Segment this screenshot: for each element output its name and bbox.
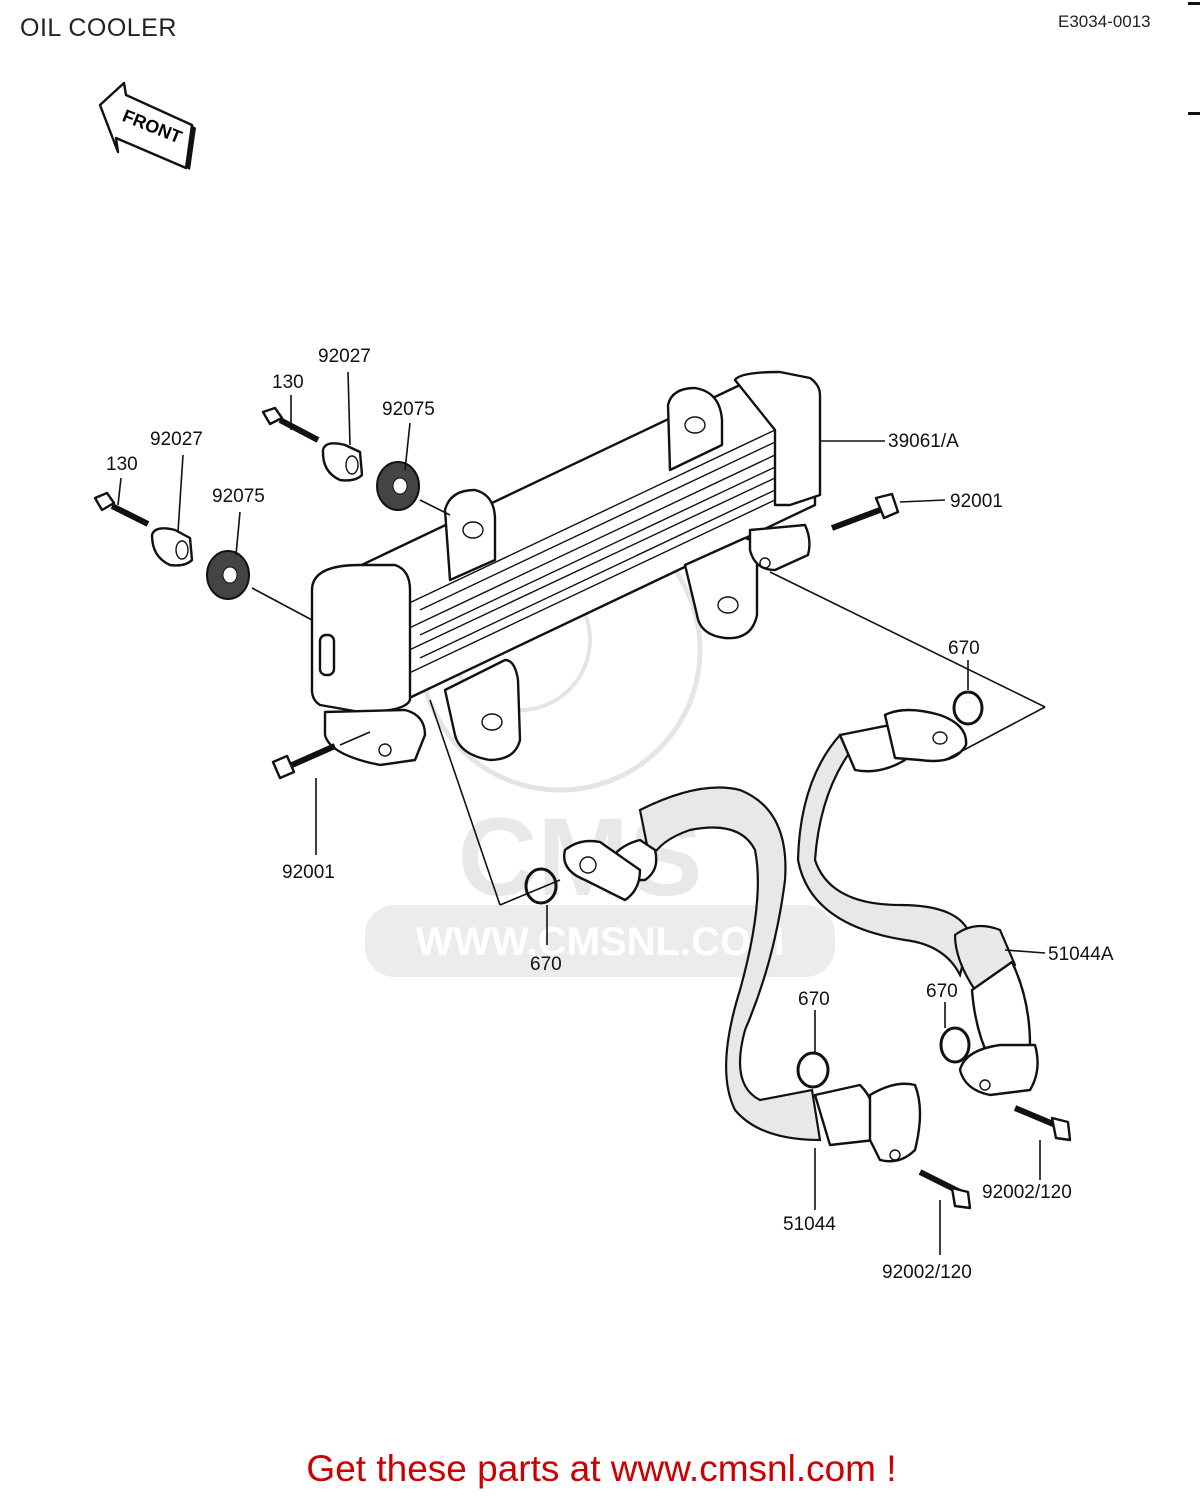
label-130-top: 130 [272,372,304,393]
bolt-92002-bottom [918,1169,972,1255]
label-92027-left: 92027 [150,429,203,450]
label-670-left: 670 [530,954,562,975]
edge-mark-mid [1188,112,1200,115]
label-92002-bottom: 92002/120 [882,1262,972,1283]
footer-link[interactable]: Get these parts at www.cmsnl.com ! [306,1448,897,1489]
label-92002-right: 92002/120 [982,1182,1072,1203]
front-arrow-icon: FRONT [98,81,196,170]
bolt-92002-right [1013,1105,1072,1180]
label-92075-top: 92075 [382,399,435,420]
label-51044A: 51044A [1048,944,1114,965]
o-ring-670-right [952,660,984,726]
edge-mark-top [1188,2,1200,5]
leader-lines [117,371,1046,906]
watermark-text: WWW.CMSNL.COM [416,920,785,964]
o-ring-670-lower [939,1002,971,1064]
label-39061A: 39061/A [888,431,959,452]
o-ring-670-mid [796,1010,830,1089]
bolt-130-left [93,491,150,527]
label-92001-right: 92001 [950,491,1003,512]
bolt-130-top [261,406,320,443]
diagram-code: E3034-0013 [1058,12,1151,31]
hose-51044 [563,786,922,1210]
part-labels: 92027 130 92075 92027 130 92075 39061/A … [106,346,1114,1283]
hose-51044A [796,708,1046,1097]
grommet-92075-left [206,550,250,600]
collar-92027-top [321,442,364,482]
label-130-left: 130 [106,454,138,475]
collar-92027-left [150,527,194,567]
page-title: OIL COOLER [20,14,177,42]
oil-cooler-radiator [310,370,822,767]
o-ring-670-left [524,867,558,945]
label-92027-top: 92027 [318,346,371,367]
bolt-92001-bottom [271,731,371,855]
label-51044: 51044 [783,1214,836,1235]
label-670-mid: 670 [798,989,830,1010]
left-mount-hardware [93,491,313,621]
label-92075-left: 92075 [212,486,265,507]
label-92001-bottom: 92001 [282,862,335,883]
grommet-92075-top [376,461,420,511]
label-670-right: 670 [948,638,980,659]
bolt-92001-right [830,492,946,531]
label-670-lower: 670 [926,981,958,1002]
top-mount-hardware [261,406,451,516]
